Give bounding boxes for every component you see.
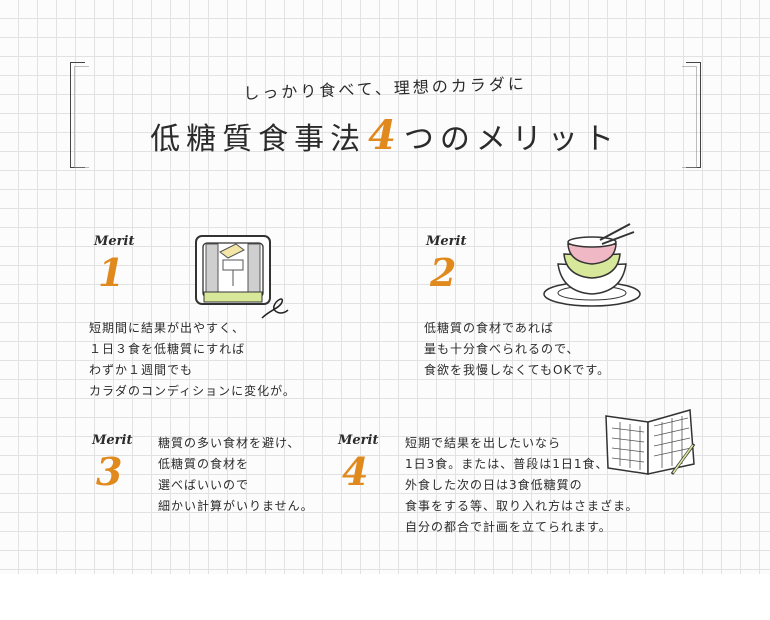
merit-1-line-3: わずか１週間でも (89, 363, 194, 377)
merit-2-number: 2 (430, 250, 457, 295)
merit-1-line-1: 短期間に結果が出やすく、 (89, 321, 246, 335)
merit-1-number: 1 (98, 250, 125, 295)
merit-2-label: Merit (426, 234, 467, 249)
notebook-icon (605, 409, 696, 475)
merit-2-line-2: 量も十分食べられるので、 (424, 342, 580, 356)
merit-4-line-1: 短期で結果を出したいなら (405, 436, 562, 450)
merit-4-text: 短期で結果を出したいなら 1日3食。または、普段は1日1食、 外食した次の日は3… (405, 433, 639, 538)
merit-3-line-4: 細かい計算がいりません。 (158, 499, 314, 513)
left-bracket-shadow (74, 66, 89, 168)
merit-3-number: 3 (96, 449, 123, 494)
merit-3-line-3: 選べばいいので (158, 478, 250, 492)
page-title: 低糖質食事法4つのメリット (0, 112, 770, 159)
title-number: 4 (368, 112, 402, 159)
merit-3-line-2: 低糖質の食材を (158, 457, 250, 471)
merit-1-line-2: １日３食を低糖質にすれば (89, 342, 246, 356)
merit-1-line-4: カラダのコンディションに変化が。 (89, 384, 296, 398)
grid-paper-background (0, 0, 770, 574)
merit-2-line-3: 食欲を我慢しなくてもOKです。 (424, 363, 611, 377)
right-bracket-shadow (682, 66, 697, 168)
merit-4-line-4: 食事をする等、取り入れ方はさまざま。 (405, 499, 639, 513)
merit-3-label: Merit (92, 433, 133, 448)
merit-2-line-1: 低糖質の食材であれば (424, 321, 554, 335)
title-suffix: つのメリット (403, 122, 620, 157)
merit-3-line-1: 糖質の多い食材を避け、 (158, 436, 301, 450)
merit-2-text: 低糖質の食材であれば 量も十分食べられるので、 食欲を我慢しなくてもOKです。 (424, 318, 610, 381)
scale-icon (195, 235, 289, 319)
merit-4-line-5: 自分の都合で計画を立てられます。 (405, 520, 612, 534)
title-prefix: 低糖質食事法 (150, 122, 367, 157)
merit-4-label: Merit (338, 433, 379, 448)
merit-4-line-3: 外食した次の日は3食低糖質の (405, 478, 583, 492)
merit-1-text: 短期間に結果が出やすく、 １日３食を低糖質にすれば わずか１週間でも カラダのコ… (89, 318, 296, 402)
merit-1-label: Merit (94, 234, 135, 249)
bowls-icon (543, 223, 641, 307)
merit-4-line-2: 1日3食。または、普段は1日1食、 (405, 457, 609, 471)
merit-4-number: 4 (342, 449, 369, 494)
merit-3-text: 糖質の多い食材を避け、 低糖質の食材を 選べばいいので 細かい計算がいりません。 (158, 433, 314, 517)
